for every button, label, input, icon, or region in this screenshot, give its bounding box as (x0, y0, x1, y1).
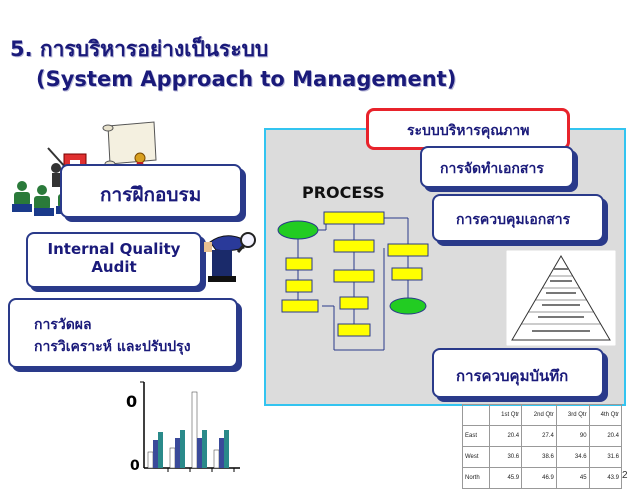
qms-label: ระบบบริหารคุณภาพ (407, 123, 530, 139)
chart-bars (147, 391, 229, 469)
flow-step (387, 243, 429, 257)
flow-step (281, 299, 319, 313)
flow-step (333, 269, 375, 283)
title-line-english: (System Approach to Management) (36, 67, 457, 91)
table-cell: 34.6 (555, 446, 590, 468)
table-header-cell: 3rd Qtr (555, 404, 590, 426)
page-title: 5. การบริหารอย่างเป็นระบบ (System Approa… (10, 34, 456, 94)
table-header-cell: 2nd Qtr (521, 404, 557, 426)
table-cell: 46.9 (521, 467, 557, 489)
table-cell: 43.9 (588, 467, 623, 489)
audit-label-line1: Internal Quality (47, 240, 181, 258)
doc-control-label: การควบคุมเอกสาร (456, 212, 571, 228)
training-label: การฝึกอบรม (100, 184, 202, 206)
chart-tick-top: 0 (126, 392, 138, 411)
process-label: PROCESS (302, 183, 385, 202)
table-header-cell: 4th Qtr (588, 404, 623, 426)
table-cell: West (461, 446, 491, 468)
table-cell: 38.6 (521, 446, 557, 468)
table-cell: 90 (555, 425, 590, 447)
flow-start-terminal (277, 220, 319, 240)
qms-box: ระบบบริหารคุณภาพ (366, 108, 570, 150)
records-label: การควบคุมบันทึก (456, 367, 569, 385)
flow-step (333, 239, 375, 253)
doc-control-box: การควบคุมเอกสาร (432, 194, 604, 242)
title-line-thai: 5. การบริหารอย่างเป็นระบบ (10, 37, 269, 61)
internal-audit-box: Internal Quality Audit (26, 232, 202, 288)
flow-step (285, 279, 313, 293)
page-number: 2 (622, 470, 628, 481)
data-table: 1st Qtr 2nd Qtr 3rd Qtr 4th Qtr East 20.… (461, 404, 623, 489)
table-header-row: 1st Qtr 2nd Qtr 3rd Qtr 4th Qtr (461, 404, 623, 426)
table-row: East 20.4 27.4 90 20.4 (461, 425, 623, 447)
doc-prep-box: การจัดทำเอกสาร (420, 146, 574, 188)
table-header-cell: 1st Qtr (489, 404, 523, 426)
training-box: การฝึกอบรม (60, 164, 242, 218)
table-cell: North (461, 467, 491, 489)
doc-prep-label: การจัดทำเอกสาร (440, 161, 544, 177)
table-row: North 45.9 46.9 45 43.9 (461, 467, 623, 489)
table-cell: 30.6 (489, 446, 523, 468)
flow-end-terminal (389, 297, 427, 315)
bar-chart-clipart (140, 381, 240, 472)
flow-step (337, 323, 371, 337)
measurement-box: การวัดผล การวิเคราะห์ และปรับปรุง (8, 298, 238, 368)
flow-step (323, 211, 385, 225)
records-box: การควบคุมบันทึก (432, 348, 604, 398)
table-cell: East (461, 425, 491, 447)
chart-tick-bottom: 0 (130, 458, 140, 474)
flow-step (285, 257, 313, 271)
table-cell: 45.9 (489, 467, 523, 489)
flow-step (391, 267, 423, 281)
audit-label-line2: Audit (91, 258, 137, 276)
auditor-magnifier-clipart (204, 232, 256, 282)
table-cell: 27.4 (521, 425, 557, 447)
table-cell: 20.4 (588, 425, 623, 447)
flow-connectors (297, 211, 409, 351)
flow-step (339, 296, 369, 310)
table-cell: 45 (555, 467, 590, 489)
table-cell: 20.4 (489, 425, 523, 447)
table-header-cell (461, 404, 491, 426)
measurement-label-line2: การวิเคราะห์ และปรับปรุง (34, 339, 191, 355)
document-pyramid-illustration (506, 250, 616, 346)
table-cell: 31.6 (588, 446, 623, 468)
measurement-label-line1: การวัดผล (34, 317, 92, 333)
table-row: West 30.6 38.6 34.6 31.6 (461, 446, 623, 468)
